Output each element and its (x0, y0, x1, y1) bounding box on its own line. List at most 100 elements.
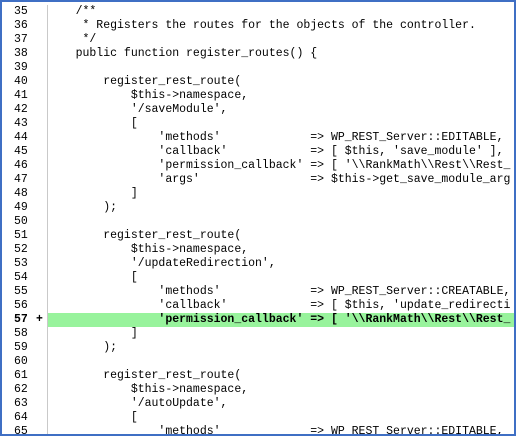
line-number: 49 (14, 201, 28, 214)
line-code: ); (48, 341, 118, 354)
code-line: 59 ); (2, 341, 514, 355)
line-gutter: 35 (2, 5, 48, 19)
line-code (48, 355, 514, 369)
line-code: public function register_routes() { (48, 47, 318, 60)
code-line: 41 $this->namespace, (2, 89, 514, 103)
line-gutter: 59 (2, 341, 48, 355)
code-line: 58 ] (2, 327, 514, 341)
code-line: 63 '/autoUpdate', (2, 397, 514, 411)
code-line: 45 'callback' => [ $this, 'save_module' … (2, 145, 514, 159)
code-line: 56 'callback' => [ $this, 'update_redire… (2, 299, 514, 313)
code-line: 54 [ (2, 271, 514, 285)
line-code: '/autoUpdate', (48, 397, 228, 410)
line-gutter: 61 (2, 369, 48, 383)
line-gutter: 43 (2, 117, 48, 131)
line-number: 54 (14, 271, 28, 284)
line-number: 59 (14, 341, 28, 354)
code-line: 49 ); (2, 201, 514, 215)
line-gutter: 41 (2, 89, 48, 103)
highlighted-code-line: 57+ 'permission_callback' => [ '\\RankMa… (2, 313, 514, 327)
line-number: 47 (14, 173, 28, 186)
line-code: 'args' => $this->get_save_module_arg (48, 173, 511, 186)
line-gutter: 60 (2, 355, 48, 369)
line-number: 45 (14, 145, 28, 158)
code-line: 44 'methods' => WP_REST_Server::EDITABLE… (2, 131, 514, 145)
code-line: 38 public function register_routes() { (2, 47, 514, 61)
line-code: 'methods' => WP_REST_Server::EDITABLE, (48, 425, 504, 436)
line-code: [ (48, 411, 138, 424)
line-number: 48 (14, 187, 28, 200)
line-gutter: 57+ (2, 313, 48, 327)
line-code: register_rest_route( (48, 369, 242, 382)
line-code: */ (48, 33, 97, 46)
line-code: $this->namespace, (48, 383, 249, 396)
line-code: ] (48, 327, 138, 340)
code-line: 65 'methods' => WP_REST_Server::EDITABLE… (2, 425, 514, 436)
line-gutter: 42 (2, 103, 48, 117)
line-gutter: 39 (2, 61, 48, 75)
line-gutter: 65 (2, 425, 48, 436)
line-code: 'callback' => [ $this, 'save_module' ], (48, 145, 504, 158)
code-line: 55 'methods' => WP_REST_Server::CREATABL… (2, 285, 514, 299)
line-code: /** (48, 5, 97, 18)
line-number: 44 (14, 131, 28, 144)
line-gutter: 40 (2, 75, 48, 89)
line-number: 43 (14, 117, 28, 130)
line-gutter: 47 (2, 173, 48, 187)
line-number: 65 (14, 425, 28, 436)
code-line: 52 $this->namespace, (2, 243, 514, 257)
line-code: 'methods' => WP_REST_Server::EDITABLE, (48, 131, 504, 144)
line-number: 52 (14, 243, 28, 256)
line-gutter: 44 (2, 131, 48, 145)
line-number: 40 (14, 75, 28, 88)
line-gutter: 53 (2, 257, 48, 271)
code-line: 35 /** (2, 5, 514, 19)
line-gutter: 50 (2, 215, 48, 229)
code-line: 60 (2, 355, 514, 369)
line-number: 42 (14, 103, 28, 116)
line-code: [ (48, 271, 138, 284)
line-number: 36 (14, 19, 28, 32)
code-line: 50 (2, 215, 514, 229)
line-code (48, 61, 514, 75)
line-gutter: 46 (2, 159, 48, 173)
line-gutter: 51 (2, 229, 48, 243)
line-code: $this->namespace, (48, 89, 249, 102)
code-line: 42 '/saveModule', (2, 103, 514, 117)
line-number: 57 (14, 313, 28, 326)
line-code: * Registers the routes for the objects o… (48, 19, 476, 32)
code-line: 62 $this->namespace, (2, 383, 514, 397)
line-code: 'methods' => WP_REST_Server::CREATABLE, (48, 285, 511, 298)
code-line: 40 register_rest_route( (2, 75, 514, 89)
line-number: 53 (14, 257, 28, 270)
line-number: 39 (14, 61, 28, 74)
line-code (48, 215, 514, 229)
line-gutter: 64 (2, 411, 48, 425)
line-gutter: 63 (2, 397, 48, 411)
line-code: $this->namespace, (48, 243, 249, 256)
code-line: 53 '/updateRedirection', (2, 257, 514, 271)
line-gutter: 37 (2, 33, 48, 47)
line-number: 58 (14, 327, 28, 340)
code-line: 48 ] (2, 187, 514, 201)
code-line: 64 [ (2, 411, 514, 425)
line-number: 50 (14, 215, 28, 228)
line-number: 41 (14, 89, 28, 102)
code-line: 43 [ (2, 117, 514, 131)
line-gutter: 48 (2, 187, 48, 201)
code-line: 47 'args' => $this->get_save_module_arg (2, 173, 514, 187)
line-code: register_rest_route( (48, 229, 242, 242)
line-code: '/saveModule', (48, 103, 228, 116)
line-code: ] (48, 187, 138, 200)
line-number: 56 (14, 299, 28, 312)
line-code: 'permission_callback' => [ '\\RankMath\\… (48, 159, 511, 172)
code-line: 37 */ (2, 33, 514, 47)
line-gutter: 56 (2, 299, 48, 313)
line-gutter: 58 (2, 327, 48, 341)
code-listing: 35 /**36 * Registers the routes for the … (2, 5, 514, 436)
line-gutter: 45 (2, 145, 48, 159)
line-number: 46 (14, 159, 28, 172)
code-line: 46 'permission_callback' => [ '\\RankMat… (2, 159, 514, 173)
line-gutter: 55 (2, 285, 48, 299)
